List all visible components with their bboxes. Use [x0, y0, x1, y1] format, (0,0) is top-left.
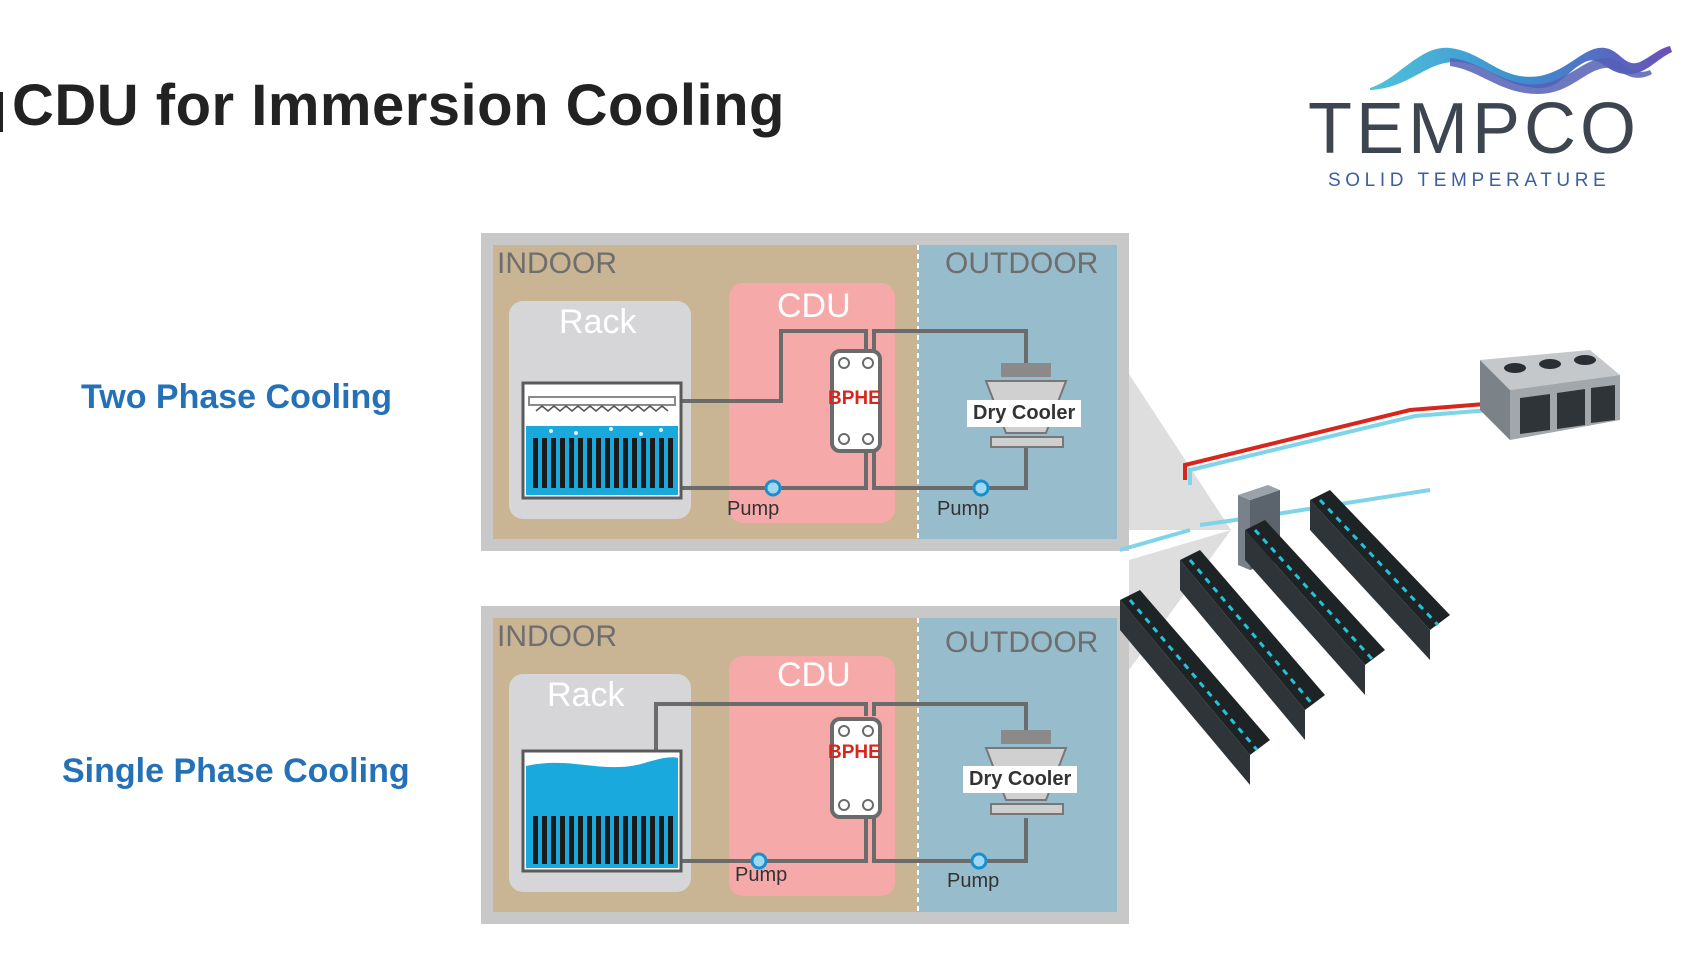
page-title: CDU for Immersion Cooling	[12, 73, 785, 138]
server-rows	[1120, 490, 1450, 785]
rack-label: Rack	[547, 676, 625, 714]
pump-left-label: Pump	[727, 498, 780, 520]
two-phase-cooling-label: Two Phase Cooling	[81, 378, 393, 416]
pump-right-label: Pump	[937, 498, 990, 520]
logo-name: TEMPCO	[1308, 89, 1641, 169]
bphe-exchanger	[830, 717, 882, 819]
pipes	[654, 702, 1028, 863]
pump-right-icon	[970, 852, 988, 870]
cdu-area	[729, 656, 895, 896]
single-phase-diagram	[481, 606, 1129, 924]
indoor-label: INDOOR	[497, 620, 617, 653]
bphe-label: BPHE	[828, 742, 881, 763]
immersion-tank	[521, 749, 683, 873]
pump-left-icon	[764, 479, 782, 497]
pump-left-label: Pump	[735, 864, 788, 886]
outdoor-label: OUTDOOR	[945, 247, 1099, 280]
two-phase-diagram-panel: INDOOR OUTDOOR Rack CDU BPHE Dry Cooler …	[481, 233, 1129, 551]
cdu-label: CDU	[777, 656, 851, 694]
single-phase-cooling-label: Single Phase Cooling	[62, 752, 410, 790]
pump-right-label: Pump	[947, 870, 1000, 892]
cdu-label: CDU	[777, 287, 851, 325]
logo-wave-graphic	[1370, 46, 1672, 94]
datacenter-3d-scene	[1120, 350, 1620, 785]
dry-cooler-3d	[1480, 350, 1620, 440]
pump-left-icon	[750, 852, 768, 870]
title-accent-mark	[0, 92, 3, 132]
tempco-logo: TEMPCO SOLID TEMPERATURE	[1300, 40, 1680, 200]
dry-cooler-label: Dry Cooler	[963, 766, 1078, 793]
pipes	[671, 329, 1028, 490]
single-phase-diagram-panel: INDOOR OUTDOOR Rack CDU BPHE Dry Cooler …	[481, 606, 1129, 924]
logo-tagline: SOLID TEMPERATURE	[1328, 170, 1611, 191]
outdoor-label: OUTDOOR	[945, 626, 1099, 659]
bphe-label: BPHE	[828, 388, 881, 409]
indoor-label: INDOOR	[497, 247, 617, 280]
cdu-area	[729, 283, 895, 523]
rack-label: Rack	[559, 303, 637, 341]
pump-right-icon	[972, 479, 990, 497]
two-phase-diagram	[481, 233, 1129, 551]
bphe-exchanger	[830, 349, 882, 453]
immersion-tank	[521, 381, 683, 500]
dry-cooler-label: Dry Cooler	[967, 400, 1082, 427]
